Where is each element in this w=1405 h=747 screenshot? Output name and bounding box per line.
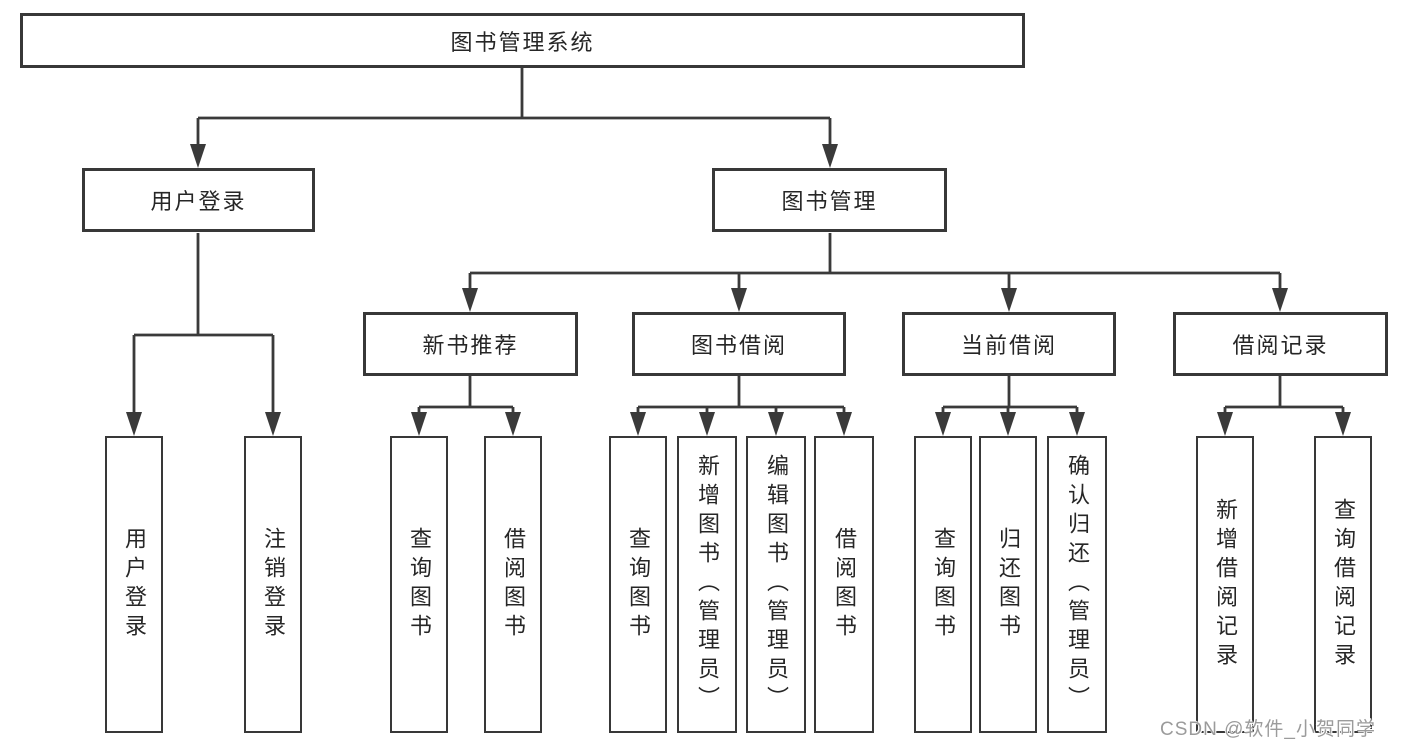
leaf-add-borrow-record-label: 新增借阅记录: [1213, 497, 1238, 672]
leaf-add-book-admin: 新增图书（管理员）: [677, 436, 737, 733]
arrowhead-icon: [190, 144, 206, 168]
leaf-query-book-recommend-label: 查询图书: [407, 526, 432, 643]
leaf-add-book-admin-label: 新增图书（管理员）: [695, 454, 720, 715]
arrowhead-icon: [768, 412, 784, 436]
leaf-query-book-borrow-label: 查询图书: [626, 526, 651, 643]
leaf-borrow-book-recommend-label: 借阅图书: [501, 526, 526, 643]
leaf-user-login-label: 用户登录: [122, 526, 147, 643]
watermark: CSDN @软件_小贺同学: [1160, 719, 1376, 740]
connector-root-to-level2: [196, 68, 832, 146]
node-current-borrow: 当前借阅: [902, 312, 1116, 376]
node-current-borrow-label: 当前借阅: [960, 333, 1057, 358]
arrowhead-icon: [411, 412, 427, 436]
leaf-logout-label: 注销登录: [261, 526, 286, 643]
leaf-query-book-current: 查询图书: [914, 436, 972, 733]
connector-borrow-to-leaves: [636, 376, 846, 414]
leaf-query-borrow-record-label: 查询借阅记录: [1331, 497, 1356, 672]
leaf-confirm-return-admin: 确认归还（管理员）: [1047, 436, 1107, 733]
node-book-management-label: 图书管理: [781, 189, 878, 214]
arrowhead-icon: [1069, 412, 1085, 436]
leaf-query-book-current-label: 查询图书: [931, 526, 956, 643]
leaf-return-book-label: 归还图书: [996, 526, 1021, 643]
arrowhead-icon: [822, 144, 838, 168]
arrowhead-icon: [731, 288, 747, 312]
node-book-borrow: 图书借阅: [632, 312, 846, 376]
arrowhead-icon: [462, 288, 478, 312]
leaf-return-book: 归还图书: [979, 436, 1037, 733]
arrowhead-icon: [630, 412, 646, 436]
leaf-borrow-book-recommend: 借阅图书: [484, 436, 542, 733]
arrowheads: [126, 144, 1351, 436]
arrowhead-icon: [505, 412, 521, 436]
leaf-borrow-book-label: 借阅图书: [832, 526, 857, 643]
node-user-login-label: 用户登录: [150, 189, 247, 214]
leaf-add-borrow-record: 新增借阅记录: [1196, 436, 1254, 733]
arrowhead-icon: [1272, 288, 1288, 312]
node-borrow-records-label: 借阅记录: [1232, 333, 1329, 358]
node-new-book-recommend-label: 新书推荐: [422, 333, 519, 358]
node-book-borrow-label: 图书借阅: [690, 333, 787, 358]
connector-mgmt-to-level3: [468, 233, 1282, 290]
connector-records-to-leaves: [1223, 376, 1345, 414]
arrowhead-icon: [126, 412, 142, 436]
leaf-confirm-return-admin-label: 确认归还（管理员）: [1065, 454, 1090, 715]
arrowhead-icon: [1335, 412, 1351, 436]
arrowhead-icon: [1001, 288, 1017, 312]
node-root: 图书管理系统: [20, 13, 1025, 68]
arrowhead-icon: [699, 412, 715, 436]
leaf-query-borrow-record: 查询借阅记录: [1314, 436, 1372, 733]
arrowhead-icon: [265, 412, 281, 436]
arrowhead-icon: [1217, 412, 1233, 436]
node-user-login: 用户登录: [82, 168, 315, 232]
arrowhead-icon: [1000, 412, 1016, 436]
node-borrow-records: 借阅记录: [1173, 312, 1388, 376]
leaf-borrow-book: 借阅图书: [814, 436, 874, 733]
leaf-query-book-recommend: 查询图书: [390, 436, 448, 733]
leaf-edit-book-admin-label: 编辑图书（管理员）: [764, 454, 789, 715]
node-new-book-recommend: 新书推荐: [363, 312, 578, 376]
node-root-label: 图书管理系统: [450, 29, 595, 55]
arrowhead-icon: [836, 412, 852, 436]
connector-newbook-to-leaves: [417, 376, 515, 414]
leaf-logout: 注销登录: [244, 436, 302, 733]
connector-login-to-leaves: [132, 233, 275, 414]
leaf-edit-book-admin: 编辑图书（管理员）: [746, 436, 806, 733]
leaf-query-book-borrow: 查询图书: [609, 436, 667, 733]
arrowhead-icon: [935, 412, 951, 436]
connector-current-to-leaves: [941, 376, 1079, 414]
leaf-user-login: 用户登录: [105, 436, 163, 733]
node-book-management: 图书管理: [712, 168, 947, 232]
